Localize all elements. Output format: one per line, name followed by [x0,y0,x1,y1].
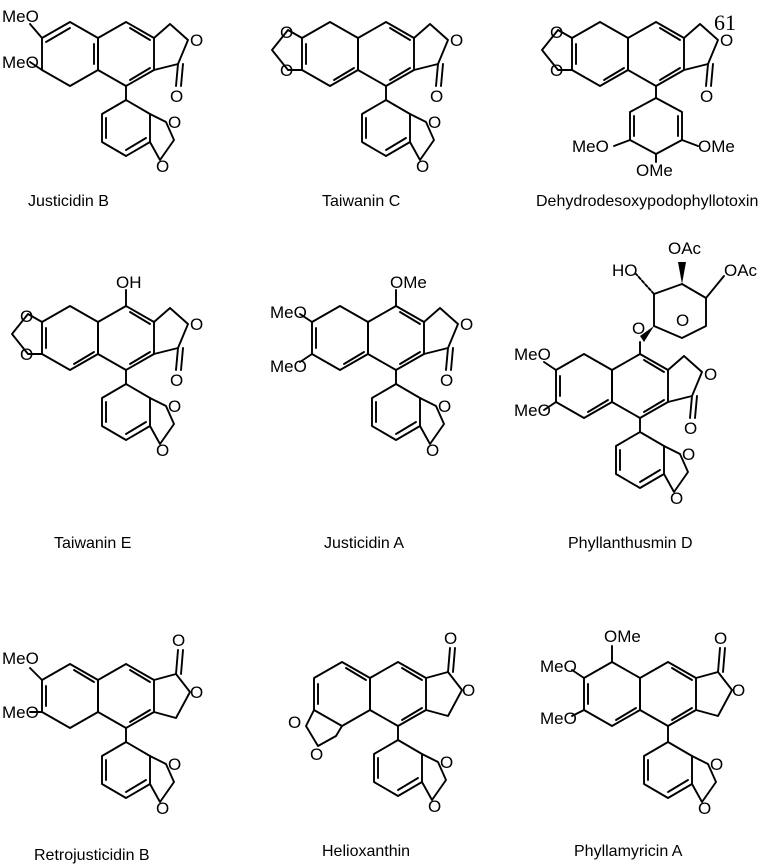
label-o-dioxole-1: O [168,397,181,416]
label-meo: MeO [572,137,609,156]
figure-tag-61: 61 [714,10,736,35]
label-o-dioxole-2: O [156,799,169,818]
label-o-2: O [20,345,33,364]
label-o-dioxole-2: O [698,799,711,818]
label-o-dioxole-a2: O [310,745,323,764]
label-o-1: O [550,23,563,42]
label-o-carbonyl: O [700,87,713,106]
label-ome: OMe [604,627,641,646]
compound-justicidin-b: MeO MeO O O O O Justicidin B [2,7,203,210]
label-o-2: O [550,61,563,80]
caption-taiwanin-c: Taiwanin C [322,193,400,210]
label-ho: HO [612,261,638,280]
caption-dehydrodesoxypodophyllotoxin: Dehydrodesoxypodophyllotoxin [536,193,758,210]
label-o-dioxole-1: O [428,113,441,132]
compound-retrojusticidin-b: O MeO MeO O O O Retrojusticidin B [2,631,203,864]
structure-phyllanthusmin-d [543,262,725,493]
compound-phyllanthusmin-d: OAc OAc HO O O MeO MeO O O O O Phyllanth… [514,239,758,552]
label-o-1: O [20,307,33,326]
compound-phyllamyricin-a: OMe MeO MeO O O O O Phyllamyricin A [540,627,745,860]
label-o-dioxole-2: O [156,441,169,460]
label-meo-2: MeO [270,357,307,376]
label-o-dioxole-2: O [416,157,429,176]
label-o-ring: O [704,365,717,384]
structure-justicidin-b [29,21,189,161]
label-o-carbonyl: O [444,629,457,648]
label-o-dioxole-2: O [156,157,169,176]
label-o-ring: O [190,315,203,334]
label-o-ring: O [450,31,463,50]
label-o-sugar: O [676,311,689,330]
label-o-carbonyl: O [440,371,453,390]
label-meo-1: MeO [270,303,307,322]
structure-helioxanthin [305,647,463,801]
label-o-ring: O [190,683,203,702]
compound-helioxanthin: O O O O O O Helioxanthin [288,629,475,860]
label-meo-2: MeO [2,53,39,72]
structure-dehydrodesoxypodophyllotoxin [541,21,719,163]
structure-retrojusticidin-b [29,649,191,803]
label-o-2: O [280,61,293,80]
label-o-glycoside: O [632,319,645,338]
label-oh: OH [116,273,142,292]
label-meo-2: MeO [540,709,577,728]
label-oac-right: OAc [724,261,758,280]
label-o-carbonyl: O [714,629,727,648]
label-o-dioxole-2: O [426,441,439,460]
label-meo-1: MeO [540,657,577,676]
caption-justicidin-b: Justicidin B [28,193,109,210]
structure-taiwanin-e [11,289,189,445]
label-o-ring: O [462,681,475,700]
label-o-1: O [280,23,293,42]
label-meo-1: MeO [2,649,39,668]
label-oac-top: OAc [668,239,702,258]
label-ome-bottom: OMe [636,161,673,180]
caption-phyllanthusmin-d: Phyllanthusmin D [568,535,693,552]
label-o-ring: O [732,681,745,700]
label-o-dioxole-a1: O [288,713,301,732]
label-ome: OMe [390,273,427,292]
caption-phyllamyricin-a: Phyllamyricin A [574,843,683,860]
structure-justicidin-a [299,289,459,445]
label-o-carbonyl: O [684,419,697,438]
label-o-carbonyl: O [430,87,443,106]
label-o-carbonyl: O [170,87,183,106]
label-o-dioxole-b2: O [428,797,441,816]
caption-retrojusticidin-b: Retrojusticidin B [34,847,150,864]
label-o-dioxole-b1: O [440,753,453,772]
label-meo-2: MeO [514,401,551,420]
caption-helioxanthin: Helioxanthin [322,843,410,860]
caption-justicidin-a: Justicidin A [324,535,404,552]
structure-phyllamyricin-a [571,645,733,803]
compound-taiwanin-e: OH O O O O O O Taiwanin E [11,273,203,552]
label-o-carbonyl: O [172,631,185,650]
label-o-dioxole-1: O [438,397,451,416]
label-o-dioxole-2: O [670,489,683,508]
label-o-ring: O [460,315,473,334]
label-meo-1: MeO [2,7,39,26]
compound-taiwanin-c: O O O O O O Taiwanin C [271,21,463,210]
label-o-ring: O [190,31,203,50]
label-o-dioxole-1: O [682,445,695,464]
label-o-ring: O [720,31,733,50]
label-ome-right: OMe [698,137,735,156]
label-o-carbonyl: O [170,371,183,390]
structure-taiwanin-c [271,21,449,161]
label-o-dioxole-1: O [710,755,723,774]
label-meo-1: MeO [514,345,551,364]
label-meo-2: MeO [2,703,39,722]
caption-taiwanin-e: Taiwanin E [54,535,131,552]
label-o-dioxole-1: O [168,755,181,774]
compound-justicidin-a: OMe MeO MeO O O O O Justicidin A [270,273,473,552]
compound-dehydrodesoxypodophyllotoxin: O O O O MeO OMe OMe Dehydrodesoxypodophy… [536,10,758,210]
label-o-dioxole-1: O [168,113,181,132]
